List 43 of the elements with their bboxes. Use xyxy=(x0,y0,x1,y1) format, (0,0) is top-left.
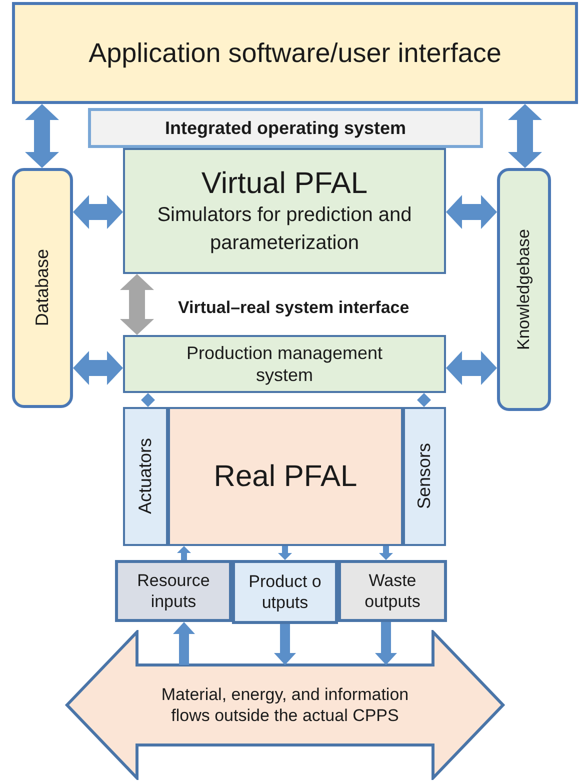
virtual-title: Virtual PFAL xyxy=(201,166,368,202)
application-box xyxy=(12,2,578,104)
database-label: Database xyxy=(31,249,53,327)
sensors-label: Sensors xyxy=(413,443,435,510)
block-arrow xyxy=(274,624,296,665)
block-arrow xyxy=(375,622,397,665)
interface-label: Virtual–real system interface xyxy=(178,297,410,319)
actuators-box xyxy=(123,407,168,546)
real-pfal-box xyxy=(168,407,403,546)
database-box xyxy=(12,168,73,408)
os-title: Integrated operating system xyxy=(164,116,406,140)
product-label: Product o utputs xyxy=(248,570,322,614)
flows-label: Material, energy, and information flows outside the actual CPPS xyxy=(160,684,410,726)
block-arrow xyxy=(177,546,191,560)
virtual-box xyxy=(123,148,446,274)
block-arrow xyxy=(417,393,431,407)
real-pfal-title: Real PFAL xyxy=(214,459,358,495)
block-arrow xyxy=(278,546,292,560)
block-arrow xyxy=(446,351,497,385)
virtual-subtitle: Simulators for prediction and parameterization xyxy=(156,203,413,256)
waste-box xyxy=(338,560,447,622)
block-arrow xyxy=(379,546,393,560)
block-arrow xyxy=(120,274,154,335)
resource-box xyxy=(115,560,232,622)
flows-double-arrow xyxy=(65,630,505,780)
block-arrow xyxy=(73,351,123,385)
product-box xyxy=(232,560,338,624)
pms-box xyxy=(123,335,446,393)
block-arrow xyxy=(173,622,195,665)
pms-title: Production management system xyxy=(185,342,384,386)
resource-label: Resource inputs xyxy=(136,570,211,612)
waste-label: Waste outputs xyxy=(364,570,422,612)
block-arrow xyxy=(446,195,497,229)
sensors-box xyxy=(403,407,446,546)
knowledgebase-label: Knowledgebase xyxy=(513,229,534,350)
block-arrow xyxy=(141,393,155,407)
actuators-label: Actuators xyxy=(134,438,156,515)
app-title: Application software/user interface xyxy=(88,36,502,70)
os-bar xyxy=(88,108,483,148)
block-arrow xyxy=(25,104,59,168)
block-arrow xyxy=(508,104,542,168)
knowledgebase-box xyxy=(497,168,551,411)
block-arrow xyxy=(73,195,123,229)
